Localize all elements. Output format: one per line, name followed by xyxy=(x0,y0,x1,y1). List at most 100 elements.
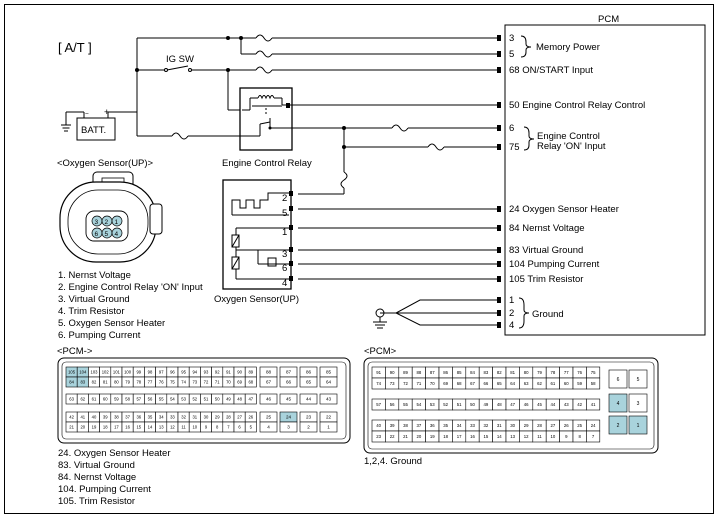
connector-pin-number: 14 xyxy=(497,434,502,439)
connector-pin-number: 71 xyxy=(215,380,220,385)
pcm-title: PCM xyxy=(598,14,619,25)
connector-pin-number: 60 xyxy=(103,397,108,402)
engine-control-relay: Engine Control Relay xyxy=(222,87,312,169)
pcm-left-pin-desc: 24. Oxygen Sensor Heater xyxy=(58,448,170,459)
connector-pin-number: 72 xyxy=(403,381,408,386)
pcm-left-pin-desc: 105. Trim Resistor xyxy=(58,496,135,507)
connector-pin-number: 52 xyxy=(192,397,197,402)
battery: BATT. + − xyxy=(61,107,137,141)
connector-pin-number: 4 xyxy=(617,401,620,407)
connector-pin-number: 42 xyxy=(577,402,582,407)
sensor-face-pin: 2 xyxy=(105,219,109,226)
connector-pin-cell xyxy=(279,393,298,405)
sensor-pin: 6 xyxy=(282,263,287,274)
pcm-pin-num: 83 xyxy=(509,245,520,256)
oxygen-sensor: 2 5 1 3 6 4 Oxygen Sensor(UP) xyxy=(214,179,299,305)
connector-pin-number: 44 xyxy=(551,402,556,407)
connector-pin-number: 39 xyxy=(103,415,108,420)
connector-pin-cell xyxy=(299,376,318,388)
connector-pin-number: 56 xyxy=(390,402,395,407)
sensor-face-pin: 6 xyxy=(95,231,99,238)
connector-pin-number: 48 xyxy=(237,397,242,402)
connector-pin-number: 63 xyxy=(524,381,529,386)
sensor-pin-desc: 2. Engine Control Relay 'ON' Input xyxy=(58,282,203,293)
connector-pin-number: 81 xyxy=(510,370,515,375)
connector-pin-cell xyxy=(259,393,278,405)
connector-pin-number: 90 xyxy=(237,370,242,375)
connector-pin-number: 14 xyxy=(148,425,153,430)
connector-pin-cell xyxy=(259,421,278,433)
connector-pin-cell xyxy=(319,421,338,433)
pcm-pin-num: 75 xyxy=(509,142,520,153)
connector-pin-cell xyxy=(279,376,298,388)
connector-pin-number: 12 xyxy=(524,434,529,439)
connector-pin-number: 67 xyxy=(266,380,272,385)
pcm-connector-right-inner xyxy=(367,361,655,450)
memory-power-label: Memory Power xyxy=(536,42,600,53)
connector-pin-number: 91 xyxy=(226,370,231,375)
connector-pin-number: 63 xyxy=(69,397,74,402)
sensor-pin-desc: 1. Nernst Voltage xyxy=(58,270,131,281)
connector-pin-number: 90 xyxy=(390,370,395,375)
connector-pin-number: 41 xyxy=(591,402,596,407)
connector-pin-cell xyxy=(244,393,257,405)
connector-pin-number: 103 xyxy=(91,370,99,375)
battery-minus: − xyxy=(85,111,89,118)
sensor-pin-desc: 3. Virtual Ground xyxy=(58,294,130,305)
pcm-pin-num: 84 xyxy=(509,223,520,234)
connector-pin-number: 61 xyxy=(551,381,556,386)
connector-pin-cell xyxy=(608,369,628,389)
connector-pin-number: 105 xyxy=(68,370,76,375)
connector-pin-number: 82 xyxy=(497,370,502,375)
pcm-pin-num: 6 xyxy=(509,123,514,134)
connector-pin-number: 59 xyxy=(577,381,582,386)
connector-pin-number: 96 xyxy=(170,370,175,375)
connector-pin-number: 31 xyxy=(192,415,197,420)
connector-pin-number: 18 xyxy=(443,434,448,439)
connector-pin-number: 64 xyxy=(510,381,515,386)
connector-pin-number: 91 xyxy=(376,370,381,375)
pcm-pin-name: Trim Resistor xyxy=(527,274,583,285)
connector-pin-number: 31 xyxy=(497,423,502,428)
svg-text:2: 2 xyxy=(509,308,514,319)
connector-pin-number: 67 xyxy=(470,381,475,386)
sensor-pin: 3 xyxy=(282,249,287,260)
connector-pin-number: 80 xyxy=(524,370,529,375)
connector-pin-number: 69 xyxy=(443,381,448,386)
connector-pin-number: 17 xyxy=(457,434,462,439)
connector-pin-number: 82 xyxy=(92,380,97,385)
pcm-pin-name: Pumping Current xyxy=(528,259,600,270)
pcm-right-note: 1,2,4. Ground xyxy=(364,456,422,467)
connector-pin-number: 50 xyxy=(470,402,475,407)
connector-pin-number: 57 xyxy=(376,402,381,407)
connector-pin-number: 77 xyxy=(564,370,569,375)
connector-pin-number: 93 xyxy=(204,370,209,375)
connector-pin-number: 45 xyxy=(286,397,292,402)
svg-text:84 Nernst Voltage: 84 Nernst Voltage xyxy=(509,223,585,234)
connector-pin-number: 42 xyxy=(69,415,74,420)
sensor-connector-face: 3 2 1 6 5 4 xyxy=(59,171,163,263)
svg-text:105 Trim Resistor: 105 Trim Resistor xyxy=(509,274,583,285)
connector-pin-number: 3 xyxy=(637,401,640,407)
connector-pin-number: 29 xyxy=(524,423,529,428)
connector-pin-number: 24 xyxy=(591,423,596,428)
connector-pin-number: 23 xyxy=(306,415,312,420)
connector-pin-number: 65 xyxy=(497,381,502,386)
connector-pin-number: 22 xyxy=(390,434,395,439)
connector-pin-number: 10 xyxy=(192,425,197,430)
sensor-face-pin: 5 xyxy=(105,231,109,238)
connector-pin-number: 84 xyxy=(470,370,475,375)
connector-pin-number: 78 xyxy=(551,370,556,375)
pcm-pin-name: Virtual Ground xyxy=(522,245,583,256)
sensor-face-pin: 1 xyxy=(115,219,119,226)
sensor-pin: 4 xyxy=(282,278,287,289)
connector-pin-number: 79 xyxy=(537,370,542,375)
wiring: IG SW xyxy=(135,34,497,329)
connector-pin-number: 44 xyxy=(306,397,312,402)
connector-pin-number: 62 xyxy=(537,381,542,386)
connector-pin-number: 7 xyxy=(592,434,595,439)
connector-pin-number: 8 xyxy=(579,434,582,439)
